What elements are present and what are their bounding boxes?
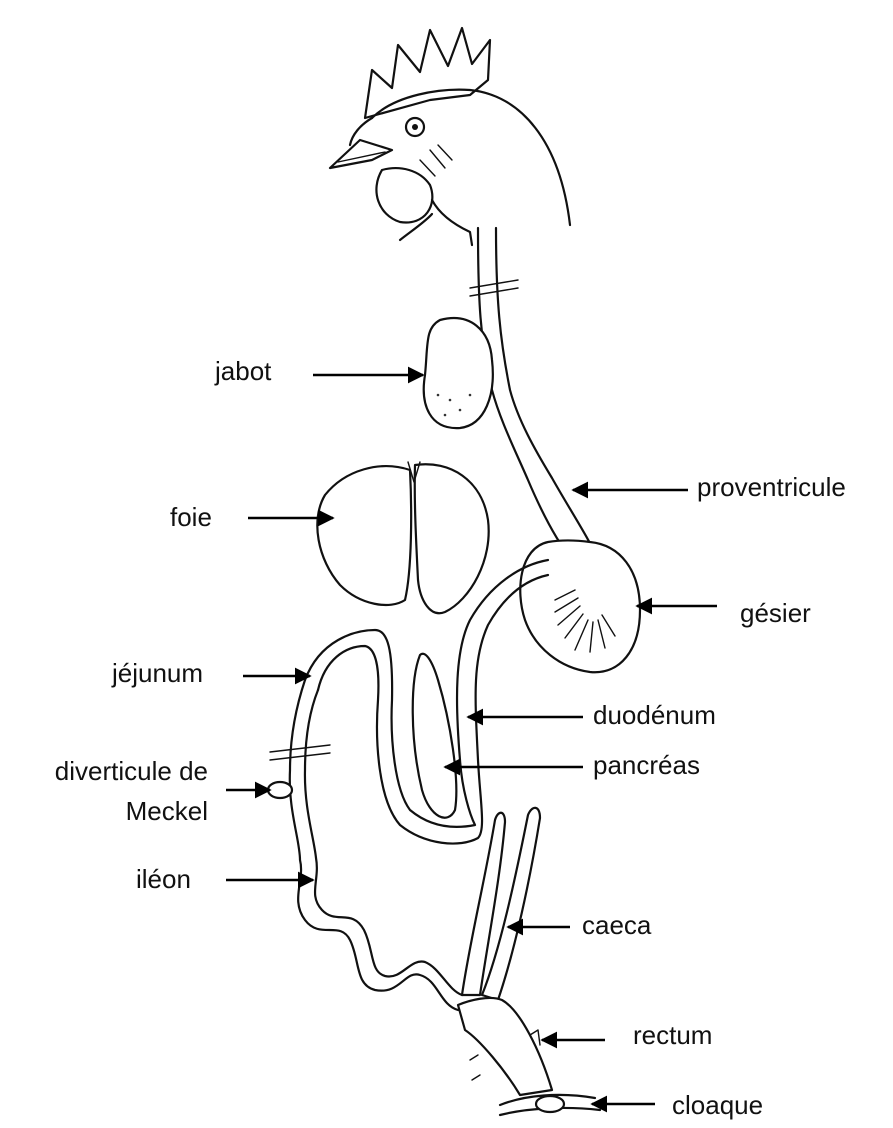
label-jabot: jabot <box>215 356 271 386</box>
liver-shape <box>317 462 488 613</box>
label-jejunum: jéjunum <box>112 658 203 688</box>
label-gesier: gésier <box>740 598 811 628</box>
label-rectum: rectum <box>633 1020 712 1050</box>
chicken-head-drawing <box>330 28 570 245</box>
label-ileon: iléon <box>136 864 191 894</box>
gizzard-shape <box>520 541 640 673</box>
label-proventricule: proventricule <box>697 472 846 502</box>
label-duodenum: duodénum <box>593 700 716 730</box>
label-diverticule-line1: diverticule de <box>8 756 208 786</box>
rectum-shape <box>458 998 552 1095</box>
label-cloaque: cloaque <box>672 1090 763 1120</box>
label-diverticule-line2: Meckel <box>8 796 208 826</box>
crop-shape <box>424 318 493 428</box>
pancreas-shape <box>413 654 457 818</box>
label-foie: foie <box>170 502 212 532</box>
cloaca-shape <box>500 1095 600 1115</box>
label-caeca: caeca <box>582 910 651 940</box>
label-pancreas: pancréas <box>593 750 700 780</box>
meckel-diverticulum-shape <box>268 782 292 798</box>
caeca-shape <box>462 808 540 1000</box>
